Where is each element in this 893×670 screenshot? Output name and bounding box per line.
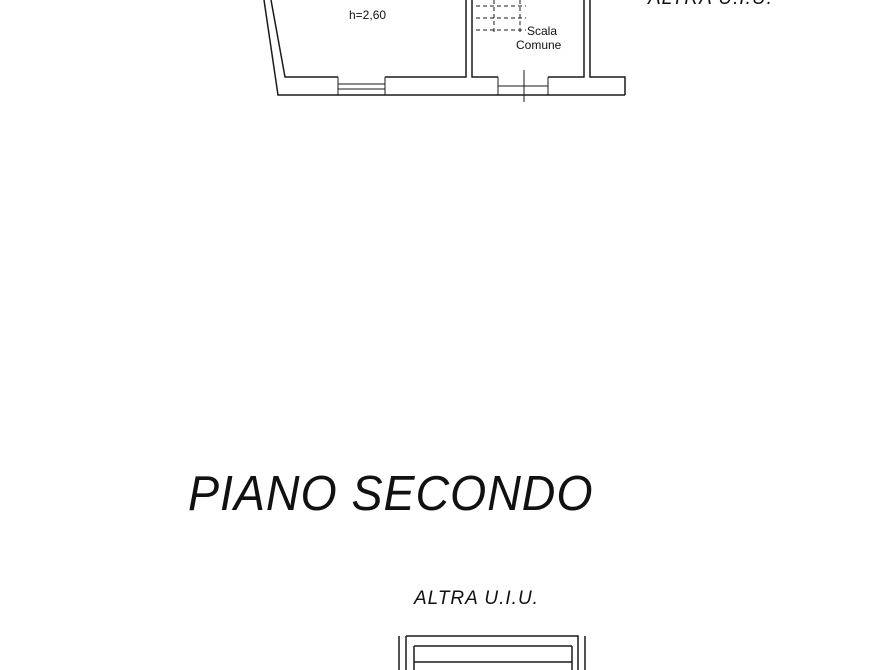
stair-label-line1: Scala [527,24,558,38]
other-unit-label-bottom: ALTRA U.I.U. [414,588,539,609]
stair-steps [476,0,526,32]
upper-room-walls [263,0,626,96]
floor-heading: PIANO SECONDO [188,467,594,521]
door-symbol [497,70,549,102]
stair-label-line2: Comune [516,38,562,52]
other-unit-label-top: ALTRA U.I.U. [648,0,773,10]
room-height-label: h=2,60 [349,8,387,22]
lower-room-walls [398,635,586,670]
window-symbol [337,77,386,95]
